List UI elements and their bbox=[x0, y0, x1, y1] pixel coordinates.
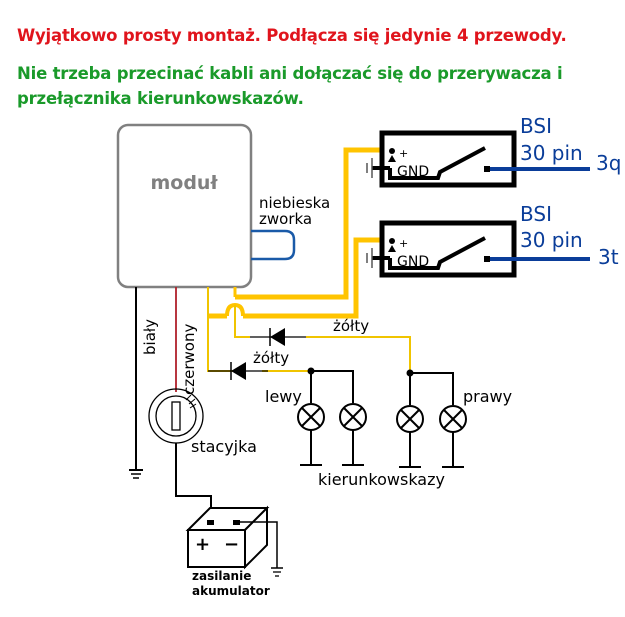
pin-label: 3q bbox=[596, 151, 621, 175]
bulb-icon bbox=[396, 405, 424, 433]
connector-3q: + GND BSI 30 pin 3q bbox=[366, 114, 621, 188]
connector-3t: + GND BSI 30 pin 3t bbox=[366, 202, 619, 278]
red-wire-label: czerwony bbox=[180, 324, 198, 395]
gnd-label: GND bbox=[397, 254, 429, 270]
blue-jumper: niebieska zworka bbox=[251, 194, 330, 261]
battery-label-2: akumulator bbox=[192, 584, 270, 598]
yellow-lower-label: żółty bbox=[253, 349, 289, 367]
headline-green: Nie trzeba przecinać kabli ani dołączać … bbox=[17, 61, 563, 111]
yellow-wires-thin bbox=[207, 287, 411, 372]
battery: + − zasilanie akumulator bbox=[185, 505, 283, 598]
battery-minus: − bbox=[224, 534, 239, 555]
white-wire: biały bbox=[129, 287, 159, 479]
yellow-upper-label: żółty bbox=[333, 317, 369, 335]
pin-count-label: 30 pin bbox=[520, 141, 583, 165]
right-indicators bbox=[396, 369, 467, 468]
headline-green-line2: przełącznika kierunkowskazów. bbox=[17, 89, 304, 108]
bulb-icon bbox=[339, 403, 367, 431]
gnd-label: GND bbox=[397, 164, 429, 180]
battery-label-1: zasilanie bbox=[192, 569, 251, 583]
bulb-icon bbox=[297, 403, 325, 431]
module-box: moduł bbox=[116, 123, 253, 289]
battery-plus: + bbox=[195, 534, 210, 555]
jumper-label-2: zworka bbox=[259, 210, 312, 228]
right-indicators-label: prawy bbox=[463, 387, 512, 406]
diode-lower: żółty bbox=[208, 349, 289, 380]
module-label: moduł bbox=[150, 172, 218, 194]
red-wire: czerwony bbox=[175, 287, 198, 395]
bulb-icon bbox=[439, 405, 467, 433]
headline-red: Wyjątkowo prosty montaż. Podłącza się je… bbox=[17, 26, 567, 45]
headline-green-line1: Nie trzeba przecinać kabli ani dołączać … bbox=[17, 64, 563, 83]
left-indicators bbox=[297, 367, 367, 466]
pin-label: 3t bbox=[598, 245, 619, 269]
ignition-switch: stacyjka bbox=[148, 388, 257, 522]
bsi-label: BSI bbox=[520, 202, 552, 226]
bsi-label: BSI bbox=[520, 114, 552, 138]
ignition-label: stacyjka bbox=[191, 437, 257, 456]
diode-upper: żółty bbox=[250, 317, 369, 346]
pin-count-label: 30 pin bbox=[520, 228, 583, 252]
jumper-label-1: niebieska bbox=[259, 194, 330, 212]
left-indicators-label: lewy bbox=[265, 387, 302, 406]
svg-text:+: + bbox=[399, 237, 408, 250]
white-wire-label: biały bbox=[141, 319, 159, 355]
indicators-group-label: kierunkowskazy bbox=[318, 470, 445, 489]
svg-text:+: + bbox=[399, 147, 408, 160]
